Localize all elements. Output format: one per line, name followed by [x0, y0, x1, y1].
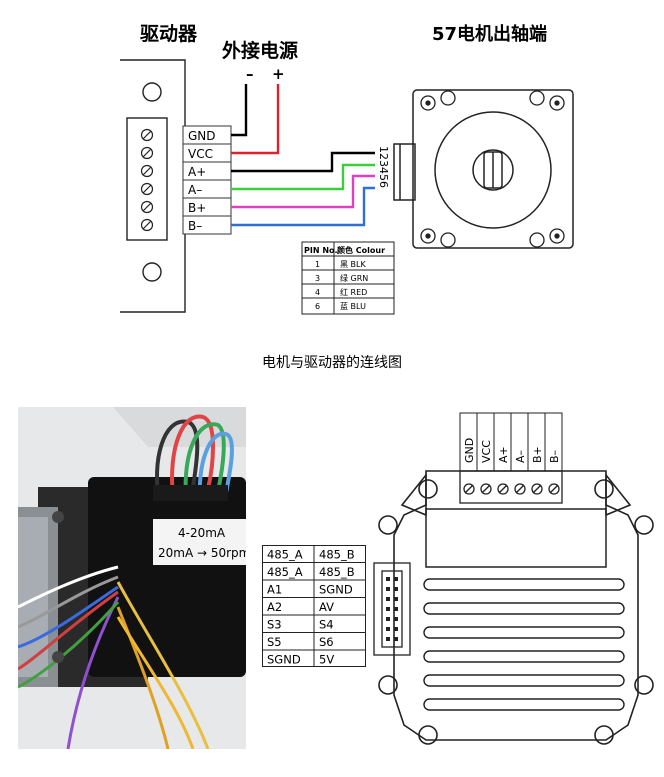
signal-cell: 485_A	[267, 548, 303, 562]
motor-title: 57电机出轴端	[432, 23, 547, 45]
diagram-caption: 电机与驱动器的连线图	[262, 355, 402, 371]
connector-label-vcc: VCC	[480, 440, 493, 463]
connector-label-b-plus: B+	[531, 446, 544, 463]
motor-photo-illustration: 4-20mA 20mA → 50rpm	[18, 407, 246, 749]
side-connector-pins	[386, 577, 398, 641]
power-plus-label: +	[272, 65, 285, 83]
photo-label-line2: 20mA → 50rpm	[158, 546, 246, 560]
label-window	[425, 508, 607, 568]
power-gnd-wire	[231, 84, 248, 137]
power-vcc-wire	[231, 84, 280, 155]
pin-table-pin: 4	[315, 288, 320, 297]
cooling-fins	[423, 578, 625, 711]
signal-cell: A1	[267, 583, 282, 597]
side-connector	[373, 562, 411, 656]
signal-cell: S5	[267, 635, 282, 649]
driver-outline	[120, 59, 186, 313]
wire-a-minus-green	[231, 163, 375, 191]
signal-cell: A2	[267, 600, 282, 614]
driver-terminal-screws	[140, 128, 154, 232]
wiring-diagram: 驱动器 外接电源 – + 57电机出轴端 GND VCC A+ A– B+ B–	[120, 23, 574, 315]
wire-a-plus-black	[231, 151, 375, 173]
motor-mount-holes	[420, 90, 565, 248]
connector-label-a-minus: A–	[514, 450, 527, 463]
signal-cell: 485_B	[319, 565, 355, 579]
pin-table-pin: 6	[315, 302, 320, 311]
terminal-b-plus: B+	[188, 201, 206, 215]
pin-table-header-pin: PIN No.	[304, 246, 338, 255]
signal-cell: S4	[319, 618, 334, 632]
power-minus-label: –	[246, 65, 254, 83]
power-title: 外接电源	[222, 39, 298, 62]
driver-housing	[378, 470, 654, 745]
driver-terminal-block: GND VCC A+ A– B+ B–	[182, 125, 232, 235]
driver-title: 驱动器	[140, 23, 198, 45]
pin-table-colour: 红 RED	[340, 287, 367, 297]
wires	[231, 84, 375, 227]
connector-label-a-plus: A+	[497, 446, 510, 463]
signal-cell: AV	[319, 600, 334, 614]
motor-photo: 4-20mA 20mA → 50rpm	[18, 407, 246, 749]
pin-table-pin: 1	[315, 260, 320, 269]
pin-table-pin: 3	[315, 274, 320, 283]
signal-cell: S3	[267, 618, 282, 632]
signal-cell: 485_A	[267, 565, 303, 579]
terminal-vcc: VCC	[188, 147, 213, 161]
signal-cell: SGND	[319, 583, 353, 597]
terminal-b-minus: B–	[188, 219, 202, 233]
signal-cell: SGND	[267, 653, 301, 667]
wire-b-plus-magenta	[231, 174, 375, 209]
wire-b-minus-blue	[231, 186, 375, 227]
connector-label-box: GND VCC A+ A– B+ B–	[459, 412, 563, 472]
terminal-a-minus: A–	[188, 183, 202, 197]
motor-end-view	[393, 89, 574, 249]
terminal-block	[459, 470, 563, 504]
pin-table-colour: 黑 BLK	[340, 260, 366, 269]
signal-table: 485_A 485_B 485_A 485_B A1 SGND A2 AV S3…	[262, 545, 366, 667]
pin-table-colour: 绿 GRN	[340, 274, 368, 283]
photo-label-line1: 4-20mA	[178, 526, 226, 540]
pin-table-header-colour: 颜色 Colour	[337, 245, 385, 255]
pin-table-colour: 蓝 BLU	[340, 301, 366, 311]
pin-colour-table: PIN No. 颜色 Colour 1 黑 BLK 3 绿 GRN 4 红 RE…	[301, 241, 395, 315]
signal-cell: S6	[319, 635, 334, 649]
signal-cell: 485_B	[319, 548, 355, 562]
motor-pin-numbers: 123456	[377, 146, 390, 188]
driver-back-view: GND VCC A+ A– B+ B–	[373, 412, 654, 745]
signal-cell: 5V	[319, 653, 334, 667]
terminal-gnd: GND	[188, 129, 216, 143]
connector-label-b-minus: B–	[548, 450, 561, 463]
connector-label-gnd: GND	[463, 438, 476, 463]
terminal-a-plus: A+	[188, 165, 206, 179]
